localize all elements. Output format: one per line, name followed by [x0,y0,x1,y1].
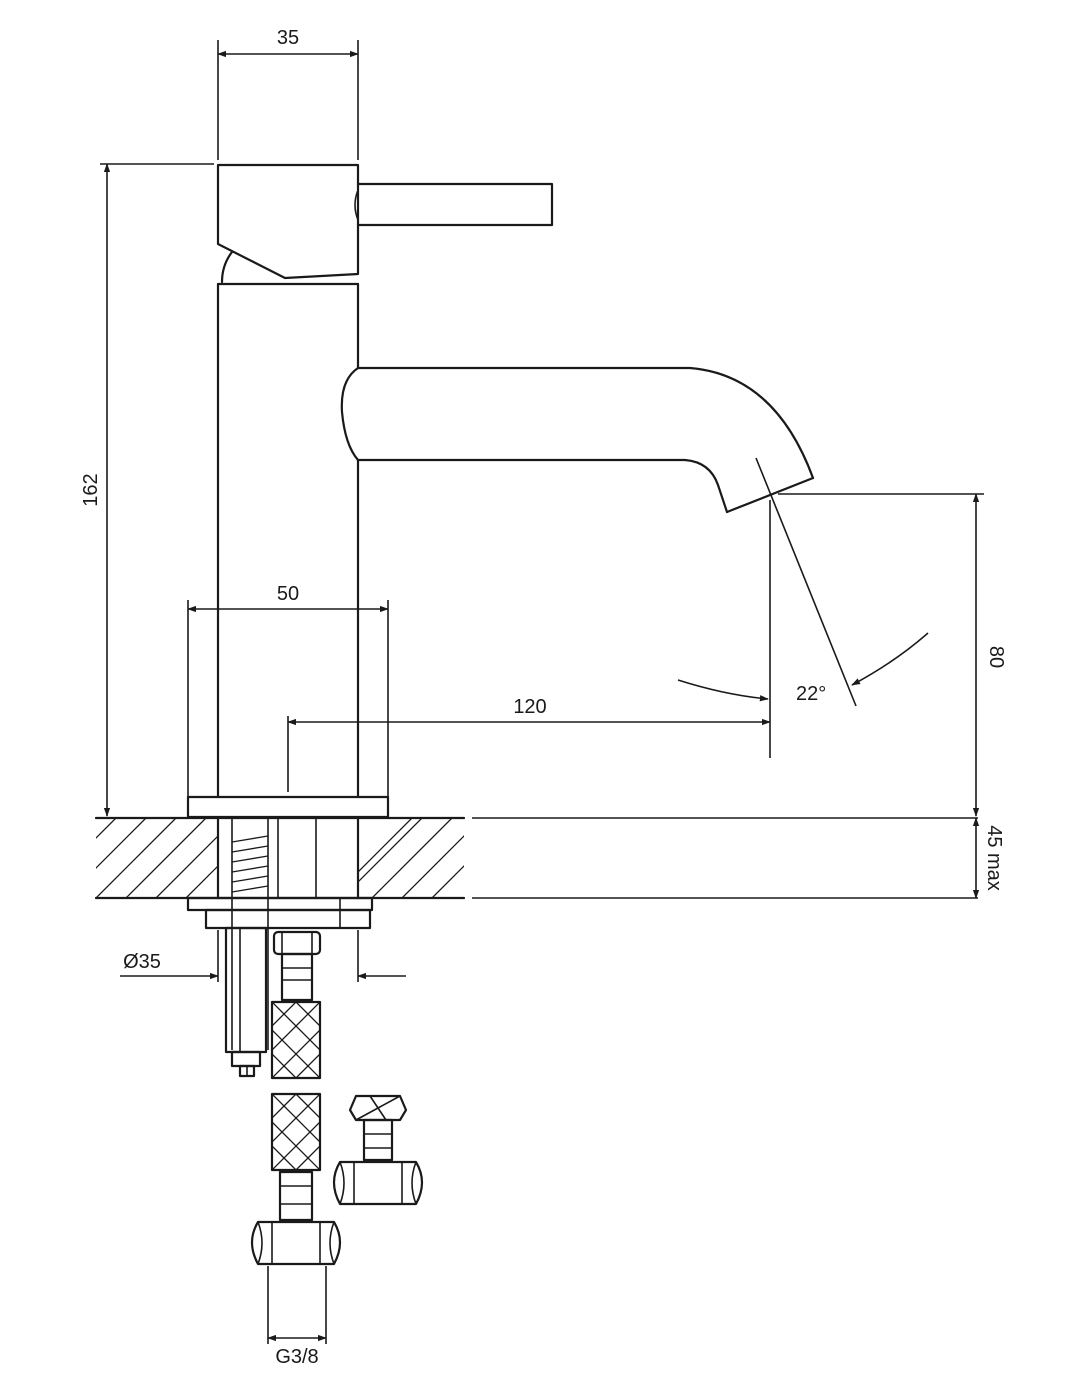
dim-connection-thread: G3/8 [267,1266,327,1368]
angle-valve-fitting [332,1094,424,1206]
dim-spout-reach-label: 120 [513,696,546,718]
dim-spout-height-label: 80 [985,646,1007,668]
dim-spout-angle-label: 22° [796,683,826,705]
dim-spout-height: 80 [778,493,1007,817]
dim-base-width-label: 50 [277,583,299,605]
flexible-hose-lower [250,1092,342,1266]
dim-connection-thread-label: G3/8 [275,1346,318,1368]
dim-shank-diameter: Ø35 [120,930,406,982]
dim-mount-thickness: 45 max [972,817,1005,899]
mounting-stud [224,926,268,1078]
countertop-section [94,816,978,1050]
faucet-body [186,163,815,819]
dim-height-total: 162 [80,163,214,817]
flexible-hose-upper [270,930,322,1080]
dim-spout-angle: 22° [677,457,929,707]
dim-mount-thickness-label: 45 max [983,825,1005,891]
dim-spout-reach: 120 [287,500,771,792]
dim-base-width: 50 [187,583,389,797]
dim-height-total-label: 162 [80,473,102,506]
dim-shank-diameter-label: Ø35 [123,951,161,973]
dim-width-top-label: 35 [277,27,299,49]
dim-width-top: 35 [217,27,359,160]
